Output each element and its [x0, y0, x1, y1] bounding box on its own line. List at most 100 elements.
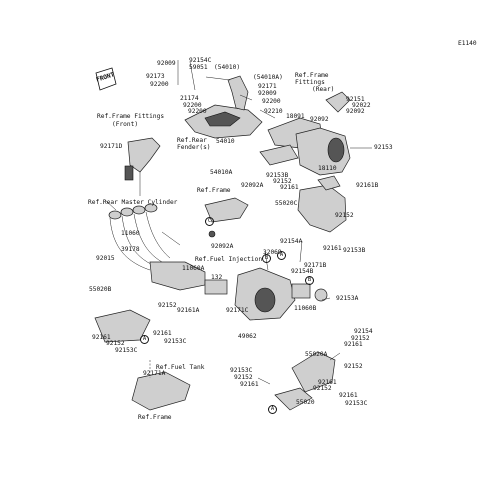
part-number: 18091: [286, 113, 305, 120]
part-number: 92152: [344, 363, 363, 370]
part-number: 55020C: [275, 200, 298, 207]
ref-frame-fittings-front-l2: (Front): [112, 121, 139, 128]
part-number: 92022: [352, 102, 371, 109]
part-number: 92171D: [100, 143, 123, 150]
heat-shield-right: [297, 175, 347, 233]
bottom-mount-plate: [274, 387, 313, 411]
callout-b: B: [305, 276, 314, 285]
part-number: 92171A: [143, 370, 166, 377]
part-number: 92161: [240, 381, 259, 388]
part-number: 92161: [344, 341, 363, 348]
part-number: 92153B: [266, 172, 289, 179]
heat-shield-lower-right: [291, 351, 336, 393]
ref-rear-fender-l2: Fender(s): [177, 144, 211, 151]
callout-c: C: [205, 217, 214, 226]
part-number: 92151: [346, 96, 365, 103]
ref-frame-fittings-front-l1: Ref.Frame Fittings: [97, 113, 165, 120]
part-number: 55020: [296, 399, 315, 406]
ref-frame-fittings-rear-l3: (Rear): [312, 86, 335, 93]
part-number: 92161: [339, 392, 358, 399]
part-number: 92152: [335, 212, 354, 219]
part-number: 92173: [146, 73, 165, 80]
ref-frame-mid: Ref.Frame: [197, 187, 231, 194]
bottom-frame-bracket: [131, 360, 191, 411]
part-number: (54010A): [253, 74, 283, 81]
part-number: 92153C: [345, 400, 368, 407]
leader-lines: [104, 76, 341, 385]
part-number: 54010A: [210, 169, 233, 176]
part-number: 92153C: [230, 367, 253, 374]
part-number: 92092A: [211, 243, 234, 250]
part-number: 92210: [264, 108, 283, 115]
rear-fittings-assembly: [259, 91, 372, 176]
part-number: 55020B: [89, 286, 112, 293]
ref-fuel-tank: Ref.Fuel Tank: [156, 364, 205, 371]
ref-frame-fittings-rear-l2: Fittings: [295, 79, 325, 86]
muffler-assembly: [204, 267, 328, 321]
part-number: 92092: [310, 116, 329, 123]
part-number: 92152: [313, 385, 332, 392]
part-number: 92092A: [241, 182, 264, 189]
part-number: 92152: [351, 335, 370, 342]
upper-bracket-assembly: [177, 60, 263, 139]
part-number: 92153: [374, 144, 393, 151]
part-number: 92152: [158, 302, 177, 309]
part-number: 92152: [234, 374, 253, 381]
ref-rear-fender-l1: Ref.Rear: [177, 137, 207, 144]
part-number: 92200: [262, 98, 281, 105]
part-number: 92153C: [164, 338, 187, 345]
part-number: 92015: [96, 255, 115, 262]
part-number: 92153B: [343, 247, 366, 254]
part-number: 92171B: [304, 262, 327, 269]
part-number: 92092: [346, 108, 365, 115]
part-number: 92161: [153, 330, 172, 337]
part-number: 49062: [238, 333, 257, 340]
part-number: 55020A: [305, 351, 328, 358]
front-master-cylinder: [124, 137, 161, 196]
part-number: 11060: [121, 230, 140, 237]
part-number: 92200: [150, 81, 169, 88]
part-number: 92161: [318, 379, 337, 386]
part-number: 32069: [263, 249, 282, 256]
part-number: 92009: [157, 60, 176, 67]
front-direction-arrow: [95, 67, 117, 91]
part-number: 92009: [258, 90, 277, 97]
part-number: 92200: [183, 102, 202, 109]
part-number: 54010: [216, 138, 235, 145]
part-number: 59051: [189, 64, 208, 71]
mid-bracket: [204, 197, 249, 238]
part-number: 92153C: [115, 347, 138, 354]
part-number: 92161: [280, 184, 299, 191]
part-number: 92171: [258, 83, 277, 90]
callout-a: A: [277, 251, 286, 260]
part-number: 92152: [273, 178, 292, 185]
part-number: 92161: [92, 334, 111, 341]
diagram-code: E1140: [458, 40, 477, 47]
part-number: 92154A: [280, 238, 303, 245]
part-number: 92154C: [189, 57, 212, 64]
callout-a: A: [268, 405, 277, 414]
part-number: 92153A: [336, 295, 359, 302]
part-number: 92152: [106, 340, 125, 347]
part-number: 92171C: [226, 307, 249, 314]
ref-frame-bottom: Ref.Frame: [138, 414, 172, 421]
ref-rear-master-cylinder: Ref.Rear Master Cylinder: [88, 199, 178, 206]
part-number: 92154: [354, 328, 373, 335]
ref-frame-fittings-rear-l1: Ref.Frame: [295, 72, 329, 79]
exhaust-header: [108, 203, 206, 291]
callout-a: A: [140, 335, 149, 344]
part-number: 92161B: [356, 182, 379, 189]
part-number: 92154B: [291, 268, 314, 275]
part-number: 92200: [188, 108, 207, 115]
part-number: 132: [211, 274, 223, 281]
part-number: 21174: [180, 95, 199, 102]
part-number: 39178: [121, 246, 140, 253]
part-number: 11060A: [182, 265, 205, 272]
part-number: 11060B: [294, 305, 317, 312]
part-number: 92161A: [177, 307, 200, 314]
ref-fuel-injection: Ref.Fuel Injection: [195, 256, 263, 263]
callout-b: B: [262, 254, 271, 263]
heat-shield-left: [94, 309, 151, 343]
